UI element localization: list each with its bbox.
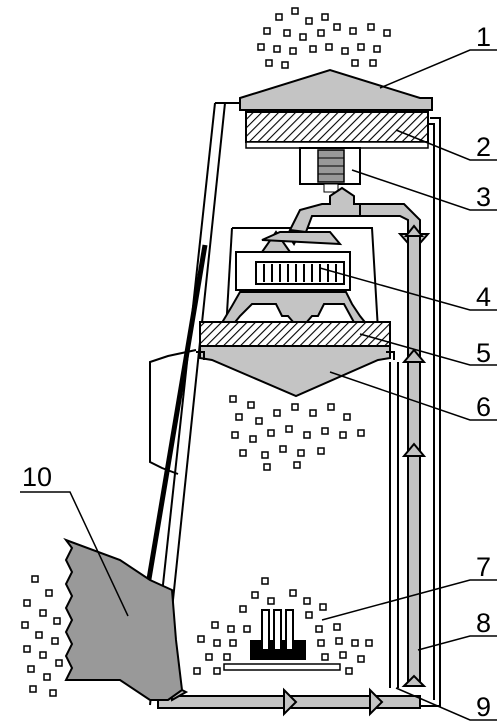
label-5: 5 — [476, 338, 491, 368]
label-8: 8 — [476, 608, 491, 638]
label-6: 6 — [476, 392, 491, 422]
top-outlet-arrow — [239, 68, 433, 111]
label-2: 2 — [476, 132, 491, 162]
label-3: 3 — [476, 182, 491, 212]
lower-outlet-arrow — [199, 345, 391, 398]
top-filter — [245, 111, 429, 143]
label-1: 1 — [476, 22, 491, 52]
support-rod — [145, 244, 208, 586]
leader-lines — [20, 49, 497, 721]
bottom-flow — [157, 682, 421, 717]
label-4: 4 — [476, 282, 491, 312]
heater — [223, 609, 341, 671]
label-7: 7 — [476, 552, 491, 582]
particles — [21, 7, 391, 697]
middle-fan — [255, 261, 345, 285]
side-handle — [149, 349, 197, 475]
inlet-funnel — [63, 537, 184, 701]
label-9: 9 — [476, 692, 491, 722]
label-10: 10 — [22, 462, 52, 492]
